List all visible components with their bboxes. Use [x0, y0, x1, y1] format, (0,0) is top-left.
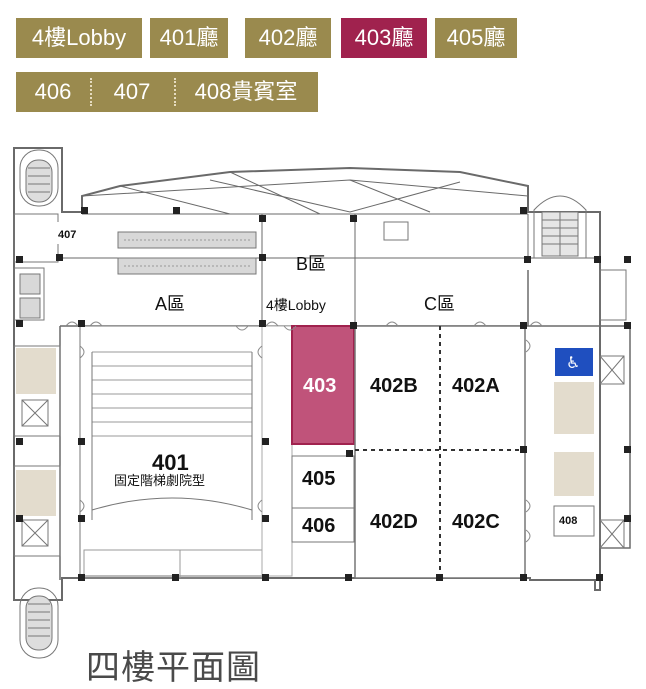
room-402b-label: 402B: [370, 375, 418, 397]
columns: [16, 207, 631, 581]
tab-403[interactable]: 403廳: [341, 18, 427, 58]
tab-402[interactable]: 402廳: [245, 18, 331, 58]
room-405-label: 405: [302, 468, 335, 490]
lobby-label: 4樓Lobby: [266, 297, 326, 313]
room-402d-label: 402D: [370, 511, 418, 533]
room-402a-label: 402A: [452, 375, 500, 397]
doors: [65, 321, 543, 543]
room-407-label: 407: [58, 229, 76, 241]
room-401-desc: 固定階梯劇院型: [114, 473, 205, 488]
wheelchair-icon: [555, 348, 593, 376]
restroom-icon: [554, 382, 594, 434]
zone-a-label: A區: [155, 294, 185, 314]
tab-405[interactable]: 405廳: [435, 18, 517, 58]
room-406[interactable]: [291, 507, 355, 543]
stairs-icon: [533, 195, 587, 258]
tab-408-vip[interactable]: 408貴賓室: [174, 72, 318, 112]
room-401[interactable]: [79, 325, 265, 579]
zone-c-label: C區: [424, 294, 455, 314]
restroom-icon: [16, 348, 56, 394]
restroom-icon: [554, 452, 594, 496]
room-401-label: 401: [152, 450, 189, 475]
room-408[interactable]: [553, 505, 595, 537]
stairs-icon: [19, 149, 59, 207]
room-tab-bar: 4樓Lobby 401廳 402廳 403廳 405廳 406 407 408貴…: [0, 0, 646, 120]
room-402c-label: 402C: [452, 511, 500, 533]
stairs-icon: [19, 587, 59, 659]
room-402[interactable]: [354, 325, 526, 579]
tab-407[interactable]: 407: [90, 72, 174, 112]
zone-b-label: B區: [296, 254, 326, 274]
tab-401[interactable]: 401廳: [150, 18, 228, 58]
restroom-icon: [16, 470, 56, 516]
room-405[interactable]: [291, 455, 355, 509]
tab-406[interactable]: 406: [16, 72, 90, 112]
escalator-icon: [117, 231, 257, 275]
tab-4f-lobby[interactable]: 4樓Lobby: [16, 18, 142, 58]
room-403[interactable]: [291, 325, 355, 445]
page-title: 四樓平面圖: [86, 648, 261, 688]
room-406-label: 406: [302, 515, 335, 537]
room-403-label: 403: [303, 375, 336, 397]
elevator-icon: [383, 221, 409, 241]
room-408-label: 408: [559, 515, 577, 527]
svg-text:♿: ♿: [566, 353, 580, 372]
